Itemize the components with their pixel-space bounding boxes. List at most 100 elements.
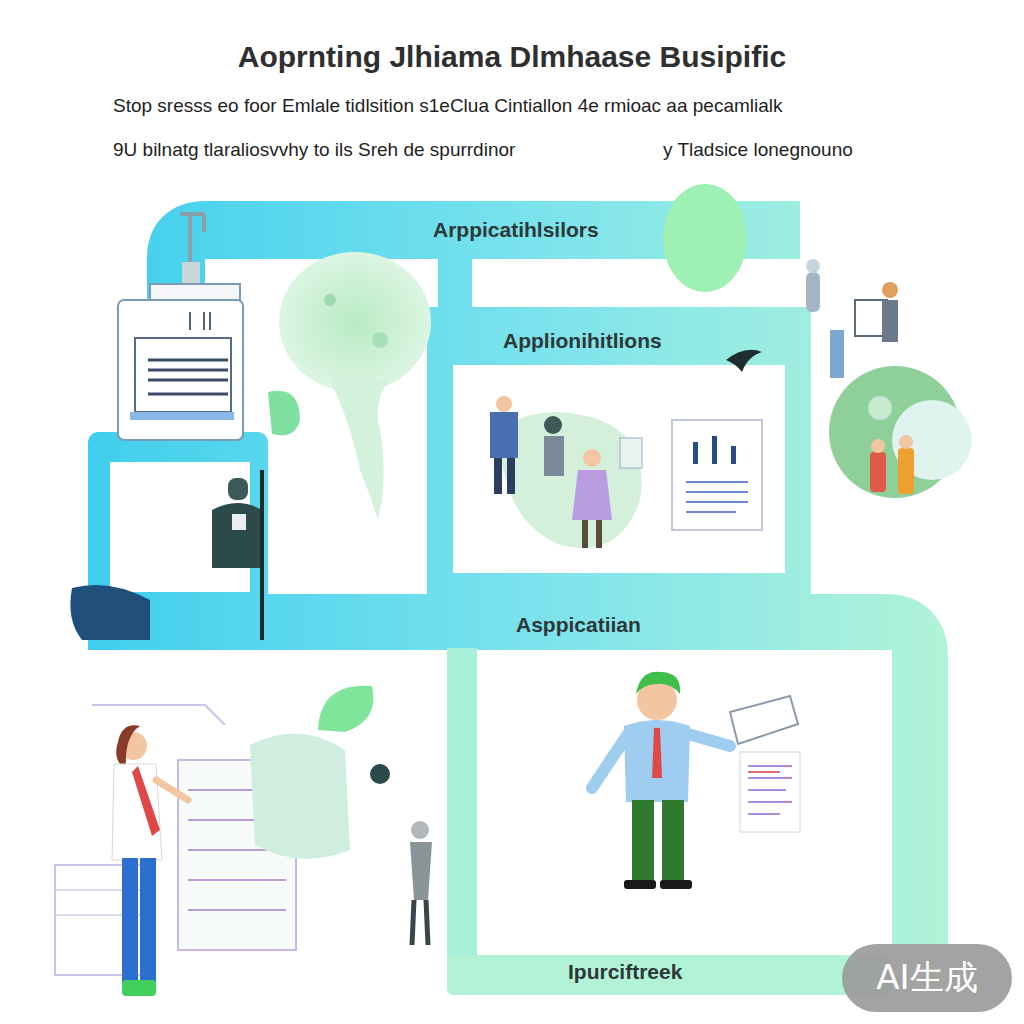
subtitle-text: 9U bilnatg tlaraliosvvhy to ils Sreh de … <box>113 139 515 160</box>
office-scene-part <box>122 858 138 982</box>
globe-icon-part <box>899 435 913 449</box>
office-scene-part <box>140 858 156 982</box>
team-scene <box>490 396 642 548</box>
presenter-figure-part <box>688 734 730 746</box>
report-document <box>672 420 762 530</box>
report-document-part <box>712 436 717 464</box>
presenter-figure-part <box>660 880 692 889</box>
faucet-icon-part <box>180 214 204 262</box>
report-document-part <box>672 420 762 530</box>
team-scene-part <box>507 458 515 494</box>
office-scene-part <box>410 842 432 900</box>
label-area: 9U bilnatg tlaraliosvvhy to ils Sreh de … <box>113 139 515 161</box>
team-scene-part <box>494 458 502 494</box>
chair-icon-part <box>70 585 150 640</box>
presenter-figure <box>592 672 800 889</box>
office-scene-part <box>122 980 156 996</box>
presenter-figure-part <box>636 672 680 694</box>
panel-heading: Arppicatihlsilors <box>433 217 599 242</box>
people-group <box>806 259 898 378</box>
presenter-figure-part <box>592 734 628 788</box>
globe-icon-part <box>870 452 886 492</box>
team-scene-part <box>596 520 602 548</box>
flow-band-part <box>477 650 892 955</box>
panel-caption: Ipurciftreek <box>568 959 682 984</box>
presenter-figure-part <box>632 800 654 882</box>
printer-icon-part <box>118 300 243 440</box>
globe-icon <box>829 366 972 498</box>
team-scene-part <box>544 416 562 434</box>
green-blob <box>663 184 747 292</box>
team-scene-part <box>620 438 642 468</box>
flow-band-part <box>447 648 477 990</box>
flow-band-part <box>427 307 811 365</box>
diagram-title: Aoprnting Jlhiama Dlmhaase Busipific <box>238 40 786 73</box>
office-scene-part <box>411 821 429 839</box>
bird-icon <box>726 350 762 372</box>
map-blob-part <box>330 380 390 520</box>
watermark-pill-part <box>842 944 1012 1012</box>
flow-band-part <box>447 955 892 995</box>
globe-icon-part <box>898 448 914 494</box>
office-scene-part <box>412 900 428 945</box>
people-group-part <box>830 330 844 378</box>
watermark-pill <box>842 944 1012 1012</box>
map-blob-part <box>324 294 336 306</box>
team-scene-part <box>582 520 588 548</box>
faucet-icon <box>180 214 204 286</box>
person-figure-part <box>232 514 246 530</box>
presenter-figure-part <box>748 766 792 814</box>
presenter-figure-part <box>740 752 800 832</box>
map-blob-part <box>279 252 431 392</box>
team-scene-part <box>496 396 512 412</box>
team-scene-part <box>583 449 601 467</box>
office-scene-part <box>92 705 225 725</box>
people-group-part <box>806 259 820 273</box>
bird-icon-part <box>726 350 762 372</box>
printer-icon-part <box>130 412 234 420</box>
globe-icon-part <box>871 439 885 453</box>
globe-icon-part <box>868 396 892 420</box>
team-scene-part <box>572 470 612 520</box>
panel-box: AsppicatiianIpurciftreek <box>450 604 950 992</box>
office-scene-part <box>250 734 350 859</box>
office-scene-part <box>370 764 390 784</box>
band-label: Arppicatihlsilors <box>425 213 609 249</box>
team-scene-part <box>500 412 642 548</box>
label-area: AI生成 <box>842 944 1012 1012</box>
person-figure-part <box>212 503 262 568</box>
office-scene-part <box>132 766 160 836</box>
office-scene-part <box>156 780 188 800</box>
subtitle-text: y Tladsice lonegnouno <box>663 139 853 160</box>
team-scene-part <box>544 436 564 476</box>
person-figure-part <box>228 478 248 500</box>
people-group-part <box>882 282 898 298</box>
label-area: y Tladsice lonegnouno <box>663 139 853 161</box>
label-area: Stop sresss eo foor Emlale tidlsition s1… <box>113 95 783 117</box>
people-group-part <box>882 300 898 342</box>
printer-icon-part <box>190 312 210 330</box>
presenter-figure-part <box>624 720 690 802</box>
subtitle-text: Stop sresss eo foor Emlale tidlsition s1… <box>113 95 783 116</box>
office-scene-part <box>318 686 373 732</box>
person-figure-part <box>260 470 264 640</box>
presenter-figure-part <box>624 880 656 889</box>
printer-icon <box>118 284 243 440</box>
green-blob-part <box>663 184 747 292</box>
people-group-part <box>806 272 820 312</box>
report-document-part <box>731 446 736 464</box>
printer-icon-part <box>135 338 231 412</box>
presenter-figure-part <box>662 800 684 882</box>
panel-heading: Asppicatiian <box>516 612 641 637</box>
map-blob-part <box>372 332 388 348</box>
panel-heading: Applionihitlions <box>503 328 662 353</box>
presenter-figure-part <box>652 728 662 778</box>
person-figure <box>212 470 262 640</box>
printer-icon-part <box>148 360 228 394</box>
report-document-part <box>693 442 698 464</box>
presenter-figure-part <box>730 696 798 744</box>
map-blob-part <box>268 391 300 436</box>
map-blob <box>268 252 431 520</box>
faucet-icon-part <box>182 262 200 286</box>
